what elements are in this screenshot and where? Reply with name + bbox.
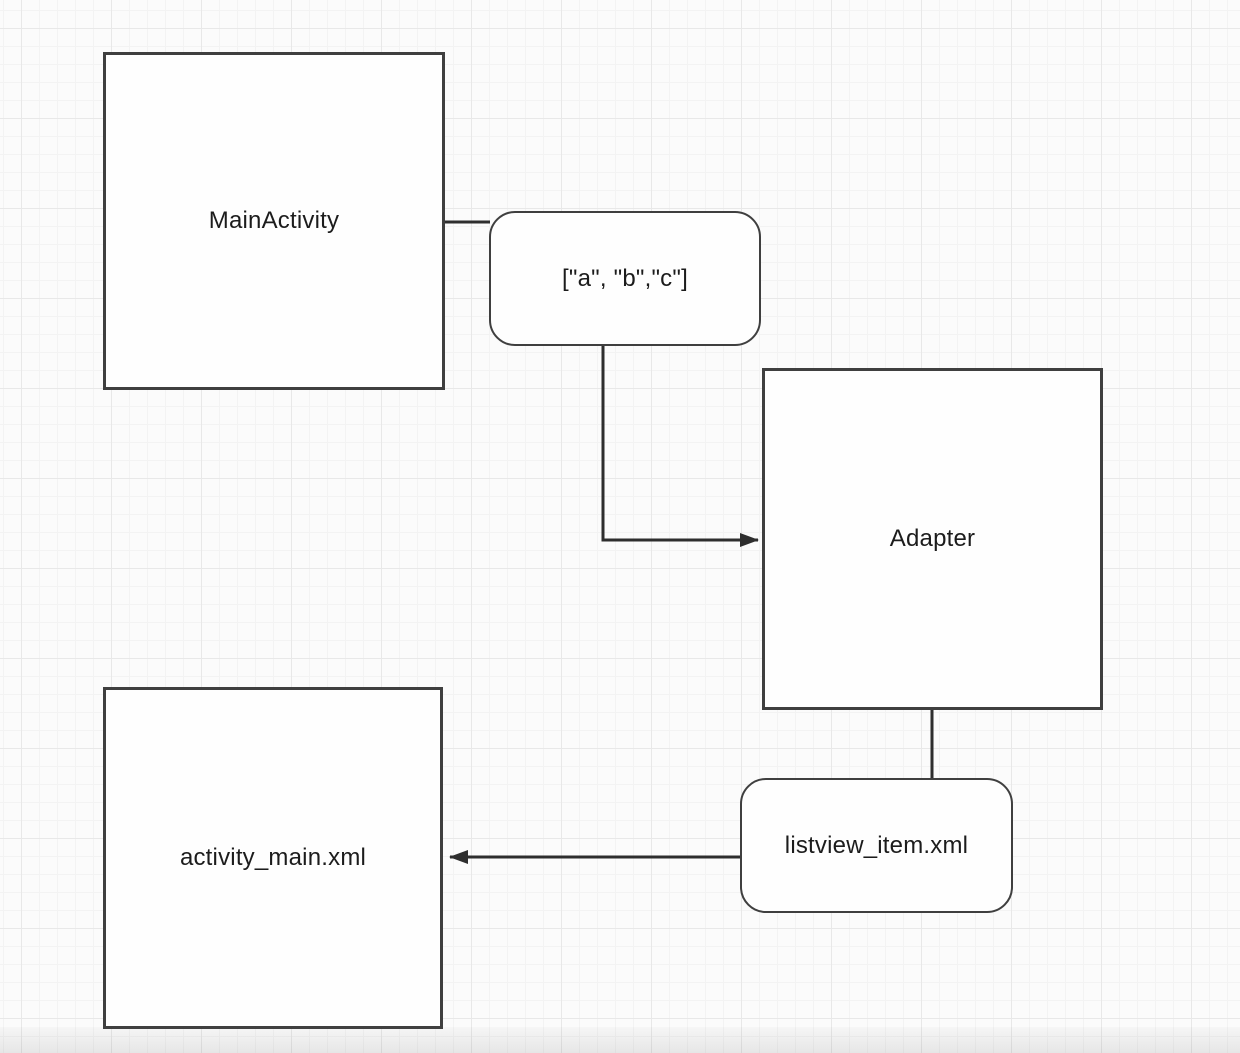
edge-array-to-adapter[interactable] (601, 346, 759, 547)
node-array-literal[interactable]: ["a", "b","c"] (489, 211, 761, 346)
node-array-literal-label: ["a", "b","c"] (562, 264, 688, 292)
node-mainactivity[interactable]: MainActivity (103, 52, 445, 390)
bottom-shade (0, 1027, 1240, 1053)
node-activity-main-label: activity_main.xml (179, 844, 367, 871)
node-adapter[interactable]: Adapter (762, 368, 1103, 710)
node-mainactivity-label: MainActivity (208, 207, 340, 234)
node-listview-item-label: listview_item.xml (784, 831, 969, 859)
node-activity-main[interactable]: activity_main.xml (103, 687, 443, 1029)
node-listview-item[interactable]: listview_item.xml (740, 778, 1013, 913)
node-adapter-label: Adapter (889, 525, 976, 552)
